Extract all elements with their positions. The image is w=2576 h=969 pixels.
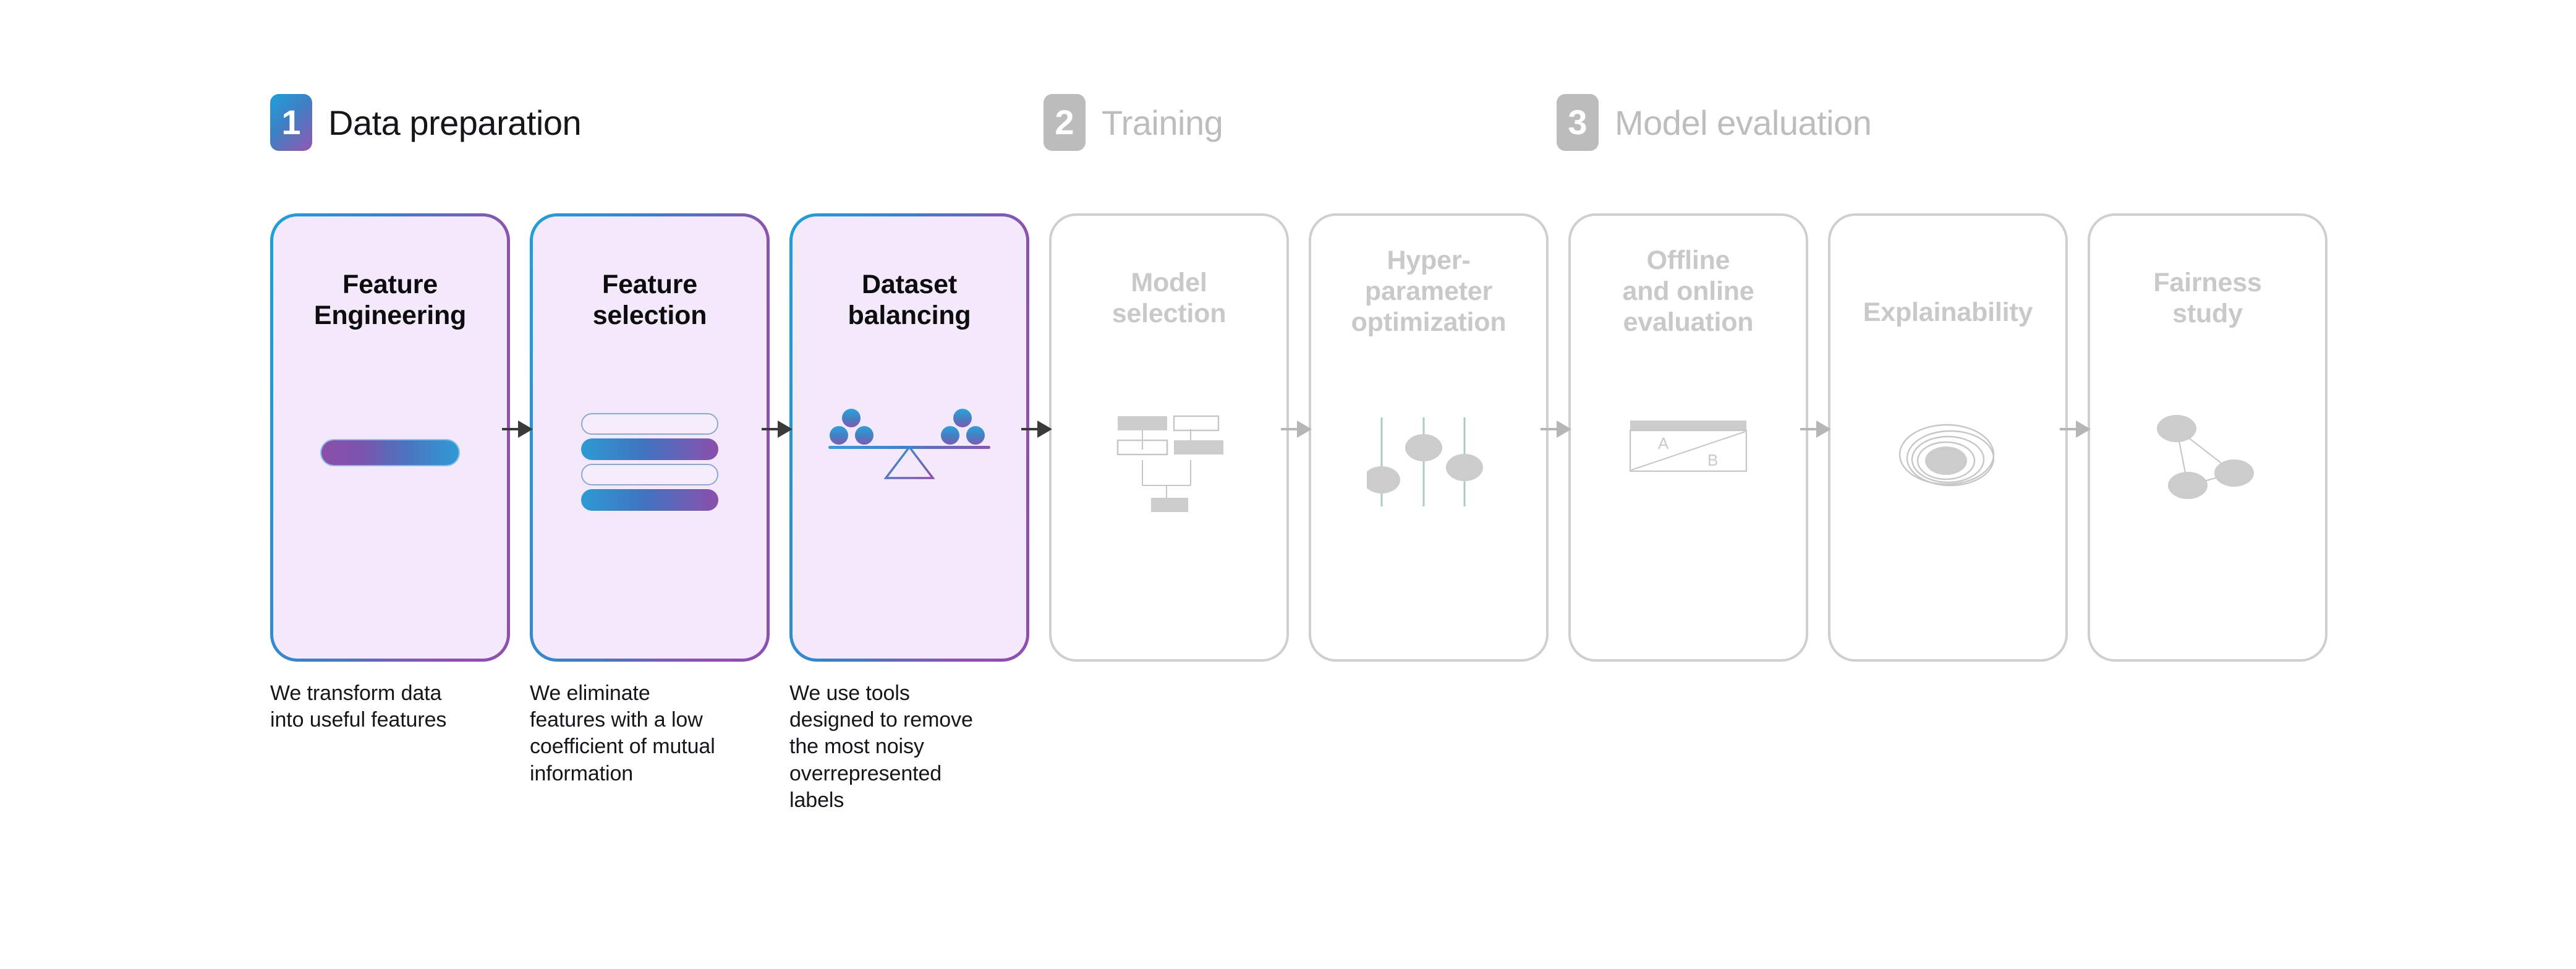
gradient-bar-icon bbox=[321, 440, 459, 465]
stage-header-1: 1 Data preparation bbox=[270, 94, 582, 151]
stage-badge-3: 3 bbox=[1557, 94, 1599, 151]
card-title-fairness-study: Fairness study bbox=[2142, 268, 2272, 330]
arrow-connector-6 bbox=[1800, 420, 1831, 438]
card-hyperparameter-optimization[interactable]: Hyper- parameter optimization bbox=[1309, 213, 1549, 662]
card-title-feature-selection: Feature selection bbox=[582, 270, 718, 331]
caption-feature-selection: We eliminate features with a low coeffic… bbox=[530, 681, 715, 785]
fulcrum-triangle bbox=[883, 446, 935, 479]
card-dataset-balancing[interactable]: Dataset balancing bbox=[789, 213, 1029, 662]
arrow-connector-4 bbox=[1281, 420, 1312, 438]
icon-slot bbox=[1052, 414, 1286, 513]
stage-badge-1: 1 bbox=[270, 94, 312, 151]
weight-dot bbox=[966, 426, 985, 445]
card-title-line2: Engineering bbox=[313, 300, 467, 330]
network-graph-icon bbox=[2157, 415, 2254, 499]
card-title-line2: parameter bbox=[1364, 276, 1493, 306]
weight-dot bbox=[855, 426, 874, 445]
ab-test-icon: A B bbox=[1630, 420, 1747, 472]
card-title-hyperparameter-optimization: Hyper- parameter optimization bbox=[1340, 245, 1518, 338]
arrow-connector-1 bbox=[502, 420, 533, 438]
card-title-line3: evaluation bbox=[1623, 307, 1754, 337]
stacked-row-4 bbox=[581, 489, 718, 511]
caption-feature-engineering: We transform data into useful features bbox=[270, 681, 447, 732]
card-title-line2: balancing bbox=[848, 300, 971, 330]
icon-slot: A B bbox=[1571, 420, 1806, 472]
arrow-connector-7 bbox=[2060, 420, 2091, 438]
stacked-rows-icon bbox=[581, 413, 718, 511]
stage-title-2: Training bbox=[1102, 103, 1223, 142]
stage-title-1: Data preparation bbox=[328, 103, 582, 142]
stacked-row-1 bbox=[581, 413, 718, 435]
icon-slot bbox=[273, 440, 507, 465]
card-title-line1: Feature bbox=[602, 270, 697, 299]
card-title-line1: Dataset bbox=[862, 270, 957, 299]
card-feature-engineering[interactable]: Feature Engineering bbox=[270, 213, 510, 662]
arrow-connector-3 bbox=[1021, 420, 1052, 438]
stacked-row-3 bbox=[581, 464, 718, 485]
weight-dot bbox=[842, 409, 861, 427]
card-fairness-study[interactable]: Fairness study bbox=[2088, 213, 2327, 662]
arrow-connector-2 bbox=[762, 420, 793, 438]
card-title-line3: optimization bbox=[1351, 307, 1507, 337]
card-title-line1: Hyper- bbox=[1387, 245, 1471, 275]
contour-rings-icon bbox=[1898, 424, 1995, 487]
card-explainability[interactable]: Explainability bbox=[1828, 213, 2068, 662]
card-title-offline-online-evaluation: Offline and online evaluation bbox=[1611, 245, 1765, 338]
weight-dot bbox=[953, 409, 972, 427]
sliders-icon bbox=[1367, 417, 1483, 506]
card-title-line1: Fairness bbox=[2153, 268, 2262, 297]
card-title-line1: Feature bbox=[342, 270, 438, 299]
icon-slot bbox=[793, 405, 1026, 479]
ab-label-a: A bbox=[1658, 434, 1669, 453]
ab-label-b: B bbox=[1707, 451, 1718, 469]
card-model-selection[interactable]: Model selection bbox=[1049, 213, 1289, 662]
icon-slot bbox=[533, 413, 767, 511]
arrow-connector-5 bbox=[1541, 420, 1571, 438]
card-title-line1: Explainability bbox=[1863, 297, 2033, 327]
stage-header-3: 3 Model evaluation bbox=[1557, 94, 1872, 151]
balance-scale-icon bbox=[828, 405, 990, 479]
icon-slot bbox=[2090, 412, 2325, 505]
card-title-feature-engineering: Feature Engineering bbox=[303, 270, 477, 331]
icon-slot bbox=[1311, 415, 1546, 509]
card-feature-selection[interactable]: Feature selection bbox=[530, 213, 770, 662]
decision-tree-icon bbox=[1116, 415, 1223, 512]
card-title-line2: and online bbox=[1622, 276, 1754, 306]
card-title-line2: study bbox=[2172, 298, 2243, 328]
card-offline-online-evaluation[interactable]: Offline and online evaluation A B bbox=[1568, 213, 1808, 662]
card-title-line2: selection bbox=[592, 300, 707, 330]
stage-header-2: 2 Training bbox=[1044, 94, 1223, 151]
weight-dot bbox=[830, 426, 848, 445]
card-title-explainability: Explainability bbox=[1852, 297, 2044, 328]
stacked-row-2 bbox=[581, 438, 718, 460]
card-title-line2: selection bbox=[1112, 298, 1226, 328]
stage-title-3: Model evaluation bbox=[1615, 103, 1872, 142]
caption-dataset-balancing: We use tools designed to remove the most… bbox=[789, 681, 973, 812]
card-title-model-selection: Model selection bbox=[1101, 268, 1238, 330]
icon-slot bbox=[1830, 414, 2065, 500]
card-title-line1: Offline bbox=[1646, 245, 1730, 275]
card-title-line1: Model bbox=[1131, 268, 1207, 297]
card-title-dataset-balancing: Dataset balancing bbox=[837, 270, 982, 331]
weight-dot bbox=[941, 426, 959, 445]
stage-badge-2: 2 bbox=[1044, 94, 1086, 151]
